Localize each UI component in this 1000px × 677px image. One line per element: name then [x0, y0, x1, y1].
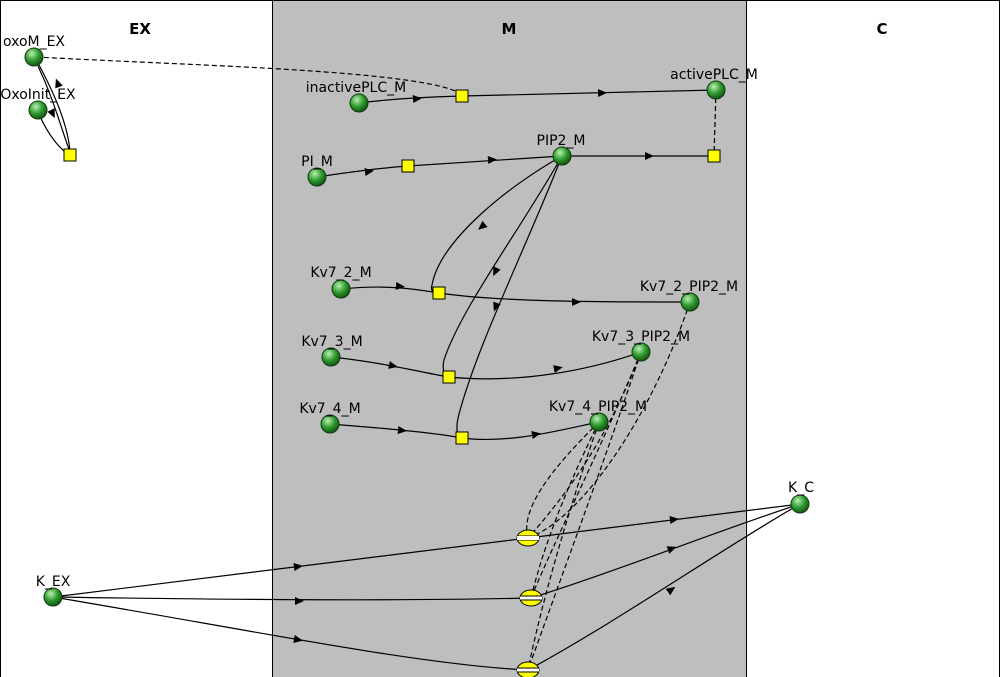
edge-activeplc-modifier[interactable]	[713, 89, 717, 157]
edge-kex-to-channel-2[interactable]	[52, 596, 532, 601]
reaction-node-r-hydrolysis[interactable]	[707, 149, 721, 163]
species-node-pip2-m[interactable]: PIP2_M	[537, 133, 586, 166]
reaction-node-r-oxo[interactable]	[63, 148, 77, 162]
species-node-oxoinit-ex[interactable]: OxoInit_EX	[0, 87, 76, 120]
arrowhead	[665, 586, 676, 596]
compartment-title-ex: EX	[129, 20, 151, 38]
channel-node-t-k1[interactable]	[516, 529, 540, 547]
species-node-k-ex[interactable]: K_EX	[36, 574, 71, 607]
species-nodes: oxoM_EX OxoInit_EX inactivePLC_M activeP…	[0, 34, 814, 607]
reaction-node-r-pip2[interactable]	[401, 159, 415, 173]
arrowhead	[397, 426, 407, 434]
edge-oxom-modifier[interactable]	[35, 56, 463, 95]
species-label: oxoM_EX	[3, 34, 65, 50]
edge-kv74pip2-channel1-mod[interactable]	[530, 421, 600, 599]
edge-kv72-pip2-out[interactable]	[438, 292, 691, 303]
arrowhead	[388, 361, 398, 369]
edge-kex-to-channel-3[interactable]	[52, 596, 529, 671]
arrowhead	[478, 220, 488, 230]
edge-kv74pip2-channel0-mod[interactable]	[526, 421, 600, 539]
arrowhead	[395, 282, 405, 290]
species-node-pi-m[interactable]: PI_M	[301, 154, 333, 187]
compartment-c[interactable]	[746, 0, 1000, 677]
species-label: Kv7_4_M	[299, 401, 360, 417]
species-node-kv7-2-m[interactable]: Kv7_2_M	[310, 265, 372, 299]
species-node-activeplc-m[interactable]: activePLC_M	[670, 67, 758, 100]
edge-kv74pip2-channel2-mod[interactable]	[527, 421, 600, 671]
arrowhead	[531, 431, 541, 439]
arrowhead	[55, 78, 63, 89]
species-label: K_C	[788, 480, 814, 496]
reaction-node-r-kv74[interactable]	[455, 431, 469, 445]
edge-pi-in[interactable]	[316, 165, 409, 178]
edge-inactiveplc-in[interactable]	[358, 95, 463, 104]
compartment-m[interactable]	[272, 0, 747, 677]
channel-node-t-k3[interactable]	[516, 661, 540, 677]
edge-kv73-pip2-out[interactable]	[448, 351, 642, 380]
species-label: PI_M	[301, 154, 333, 170]
species-label: activePLC_M	[670, 67, 758, 83]
arrowhead	[293, 563, 303, 571]
arrowhead	[645, 152, 654, 160]
species-label: Kv7_4_PIP2_M	[549, 399, 647, 415]
species-node-kv7-4-pip2-m[interactable]: Kv7_4_PIP2_M	[549, 399, 647, 432]
arrowhead	[572, 298, 581, 306]
arrowhead	[293, 635, 303, 643]
reaction-node-r-kv73[interactable]	[442, 370, 456, 384]
species-label: Kv7_2_M	[310, 265, 371, 281]
edge-oxom-to-oxo-reaction[interactable]	[37, 62, 71, 153]
species-node-inactiveplc-m[interactable]: inactivePLC_M	[306, 80, 406, 113]
arrowhead	[364, 168, 374, 176]
arrowheads	[47, 78, 679, 643]
arrowhead	[493, 301, 501, 312]
reaction-node-r-plc[interactable]	[455, 89, 469, 103]
edge-pip2-out[interactable]	[407, 155, 563, 167]
edge-kex-to-channel-1[interactable]	[52, 537, 529, 598]
species-node-kv7-3-pip2-m[interactable]: Kv7_3_PIP2_M	[592, 329, 690, 362]
arrowhead	[666, 546, 677, 554]
arrowhead	[412, 95, 422, 103]
species-label: OxoInit_EX	[0, 87, 76, 103]
arrowhead	[493, 266, 501, 277]
edges	[35, 56, 801, 671]
species-label: Kv7_3_PIP2_M	[592, 329, 690, 345]
edge-kv72pip2-channel-mod[interactable]	[527, 301, 691, 539]
arrowhead	[487, 156, 497, 164]
species-label: Kv7_3_M	[301, 334, 362, 350]
arrowhead	[47, 108, 55, 119]
species-node-oxom-ex[interactable]: oxoM_EX	[3, 34, 65, 67]
species-node-kv7-2-pip2-m[interactable]: Kv7_2_PIP2_M	[640, 279, 738, 312]
species-node-kv7-3-m[interactable]: Kv7_3_M	[301, 334, 363, 367]
edge-kv73pip2-channel0-mod[interactable]	[527, 351, 642, 539]
edge-oxo-reaction-loop[interactable]	[37, 65, 71, 153]
species-label: Kv7_2_PIP2_M	[640, 279, 738, 295]
species-label: PIP2_M	[537, 133, 586, 149]
arrowhead	[669, 516, 679, 524]
edge-kv73pip2-channel2-mod[interactable]	[527, 351, 642, 671]
arrowhead	[597, 89, 607, 97]
species-node-k-c[interactable]: K_C	[788, 480, 814, 514]
reaction-nodes	[63, 89, 721, 677]
arrowhead	[295, 597, 304, 605]
species-label: inactivePLC_M	[306, 80, 406, 96]
edge-channel-3-to-kc[interactable]	[527, 503, 801, 671]
species-label: K_EX	[36, 574, 71, 590]
reaction-node-r-kv72[interactable]	[432, 286, 446, 300]
compartment-title-m: M	[502, 20, 517, 38]
compartment-title-c: C	[876, 20, 887, 38]
arrowhead	[553, 365, 563, 373]
species-node-kv7-4-m[interactable]: Kv7_4_M	[299, 401, 361, 434]
channel-node-t-k2[interactable]	[519, 589, 543, 607]
edge-activeplc-out[interactable]	[461, 89, 717, 97]
edge-kv73-in[interactable]	[330, 356, 450, 378]
edge-channel-1-to-kc[interactable]	[527, 503, 801, 539]
